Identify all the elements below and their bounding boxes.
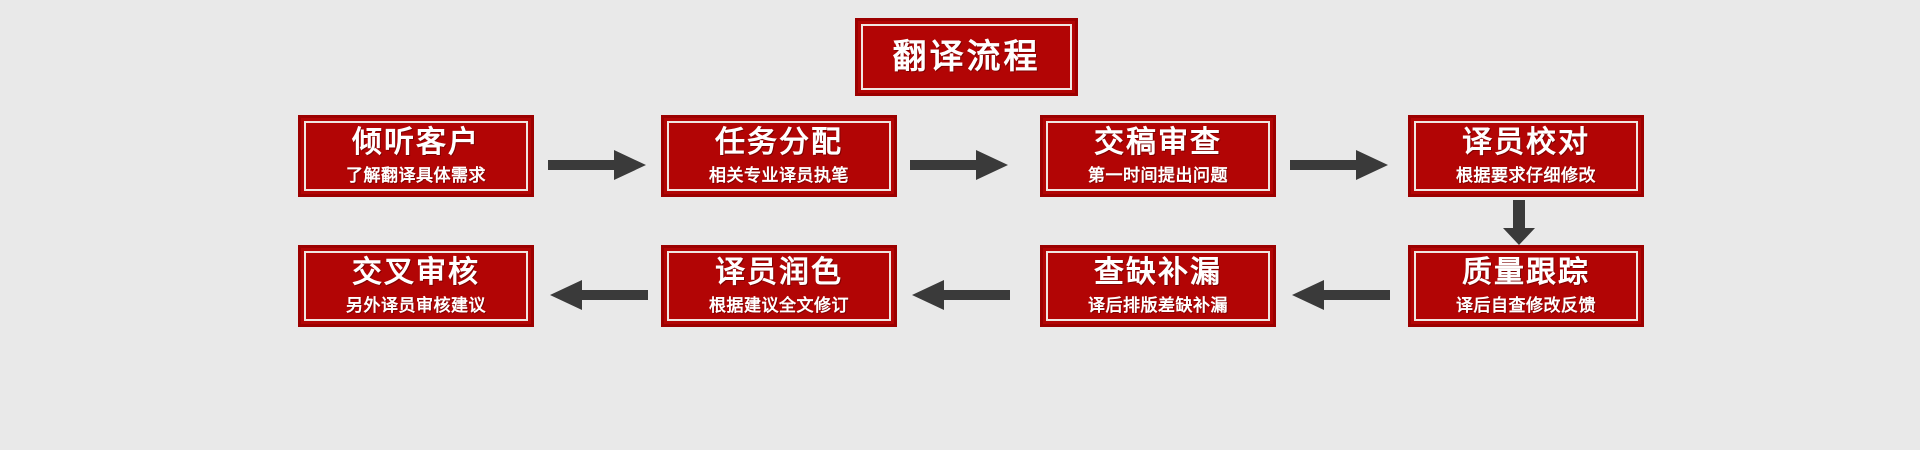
- box-subtitle: 第一时间提出问题: [1088, 166, 1228, 186]
- box-title: 任务分配: [715, 126, 843, 160]
- title-box-inner: 翻译流程: [861, 24, 1072, 90]
- arrow-left-icon: [1290, 278, 1390, 312]
- box-subtitle: 译后自查修改反馈: [1456, 296, 1596, 316]
- process-box-quality-tracking: 质量跟踪 译后自查修改反馈: [1408, 245, 1644, 327]
- box-title: 倾听客户: [352, 126, 480, 160]
- box-inner: 任务分配 相关专业译员执笔: [667, 121, 891, 191]
- box-subtitle: 根据要求仔细修改: [1456, 166, 1596, 186]
- arrow-right-icon: [548, 148, 648, 182]
- process-box-submission-review: 交稿审查 第一时间提出问题: [1040, 115, 1276, 197]
- box-inner: 查缺补漏 译后排版差缺补漏: [1046, 251, 1270, 321]
- box-inner: 质量跟踪 译后自查修改反馈: [1414, 251, 1638, 321]
- diagram-title-text: 翻译流程: [892, 37, 1041, 76]
- box-title: 质量跟踪: [1462, 256, 1590, 290]
- process-box-listen-to-customer: 倾听客户 了解翻译具体需求: [298, 115, 534, 197]
- box-inner: 倾听客户 了解翻译具体需求: [304, 121, 528, 191]
- process-box-gap-filling: 查缺补漏 译后排版差缺补漏: [1040, 245, 1276, 327]
- box-title: 交稿审查: [1094, 126, 1222, 160]
- box-subtitle: 译后排版差缺补漏: [1088, 296, 1228, 316]
- process-box-translator-proofreading: 译员校对 根据要求仔细修改: [1408, 115, 1644, 197]
- box-subtitle: 另外译员审核建议: [346, 296, 486, 316]
- process-box-cross-review: 交叉审核 另外译员审核建议: [298, 245, 534, 327]
- box-inner: 译员润色 根据建议全文修订: [667, 251, 891, 321]
- box-subtitle: 了解翻译具体需求: [346, 166, 486, 186]
- arrow-left-icon: [548, 278, 648, 312]
- process-box-task-assignment: 任务分配 相关专业译员执笔: [661, 115, 897, 197]
- box-subtitle: 相关专业译员执笔: [709, 166, 849, 186]
- box-inner: 译员校对 根据要求仔细修改: [1414, 121, 1638, 191]
- box-title: 译员校对: [1462, 126, 1590, 160]
- diagram-title-box: 翻译流程: [855, 18, 1078, 96]
- arrow-right-icon: [1290, 148, 1390, 182]
- box-title: 译员润色: [715, 256, 843, 290]
- arrow-left-icon: [910, 278, 1010, 312]
- box-subtitle: 根据建议全文修订: [709, 296, 849, 316]
- arrow-right-icon: [910, 148, 1010, 182]
- box-inner: 交稿审查 第一时间提出问题: [1046, 121, 1270, 191]
- box-title: 交叉审核: [352, 256, 480, 290]
- process-box-translator-polishing: 译员润色 根据建议全文修订: [661, 245, 897, 327]
- box-inner: 交叉审核 另外译员审核建议: [304, 251, 528, 321]
- box-title: 查缺补漏: [1094, 256, 1222, 290]
- arrow-down-icon: [1502, 200, 1536, 246]
